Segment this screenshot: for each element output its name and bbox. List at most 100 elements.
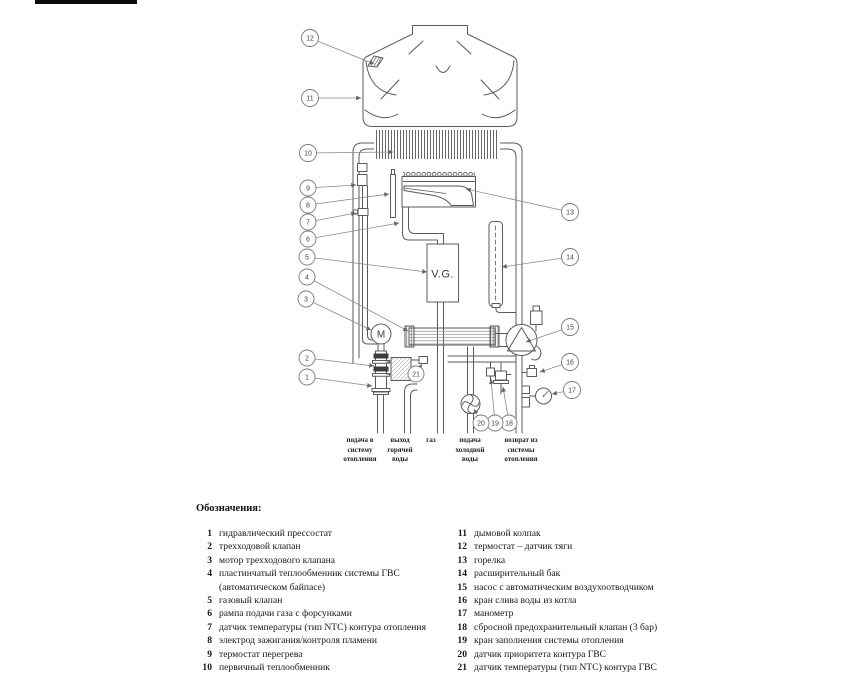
svg-text:1: 1 (305, 375, 309, 382)
legend-item-text: термостат перегрева (219, 648, 303, 660)
legend-item-text: пластинчатый теплообменник системы ГВС (… (219, 568, 400, 593)
pump (505, 305, 543, 361)
svg-text:8: 8 (306, 203, 310, 210)
legend-item-text: расширительный бак (474, 568, 561, 580)
cold-water-pipe (467, 346, 474, 434)
svg-text:20: 20 (477, 421, 485, 428)
legend-item-text: первичный теплообменник (219, 662, 330, 674)
fill-and-safety-run (447, 355, 517, 363)
overheat-thermostat (357, 163, 368, 186)
legend-item-text: кран заполнения системы отопления (474, 635, 624, 647)
legend-item-number: 9 (207, 648, 212, 660)
svg-text:12: 12 (306, 36, 314, 43)
legend-item-number: 5 (207, 595, 212, 607)
callout-16: 16 (561, 353, 579, 371)
callout-21: 21 (407, 365, 425, 383)
callout-7: 7 (299, 213, 317, 231)
legend-item: 16 кран слива воды из котла (445, 594, 725, 607)
legend-item: 19 кран заполнения системы отопления (445, 634, 725, 647)
callout-17: 17 (563, 381, 581, 399)
svg-text:13: 13 (566, 210, 574, 217)
heating-supply-pipe (377, 394, 384, 434)
svg-text:15: 15 (566, 325, 574, 332)
legend-item-number: 6 (207, 608, 212, 620)
callout-5: 5 (298, 248, 316, 266)
dhw-priority-turbine (460, 394, 481, 414)
svg-text:6: 6 (306, 237, 310, 244)
svg-text:17: 17 (568, 388, 576, 395)
gas-valve: V.G. (426, 243, 459, 303)
svg-text:19: 19 (491, 421, 499, 428)
legend-item-number: 14 (457, 568, 467, 580)
callout-2: 2 (298, 349, 316, 367)
legend-item-text: горелка (474, 554, 506, 566)
pipe-brackets (522, 385, 530, 408)
ntc-heating-sensor (352, 208, 369, 216)
legend-item-number: 16 (457, 595, 467, 607)
legend-item-number: 4 (207, 568, 212, 580)
legend-item-number: 7 (207, 621, 212, 633)
pipe-label-cold-in: подача холодной воды (455, 436, 485, 463)
legend-item-number: 19 (457, 635, 467, 647)
heating-supply-riser (362, 185, 378, 345)
legend-item-text: дымовой колпак (474, 528, 541, 539)
svg-text:2: 2 (305, 356, 309, 363)
callout-14: 14 (561, 248, 579, 266)
legend-item-text: датчик температуры (тип NTC) контура ото… (219, 621, 426, 633)
legend-item-text: гидравлический прессостат (219, 528, 332, 539)
motor-label: M (377, 330, 385, 341)
boiler-schematic-diagram: V.G. (297, 25, 581, 434)
legend-item-text: кран слива воды из котла (474, 595, 577, 607)
three-way-valve (371, 350, 391, 395)
legend-item-text: мотор трехходового клапана (219, 554, 335, 566)
callout-11: 11 (301, 89, 319, 107)
primary-heat-exchanger-fins (374, 128, 500, 160)
plate-heat-exchanger (404, 325, 509, 348)
legend-item-number: 2 (207, 541, 212, 553)
legend-item-number: 1 (207, 528, 212, 539)
callout-6: 6 (299, 230, 317, 248)
svg-text:4: 4 (305, 275, 309, 282)
legend-item: 9 термостат перегрева (190, 648, 470, 661)
svg-text:9: 9 (306, 186, 310, 193)
pipe-label-gas: газ (426, 436, 436, 444)
legend-item: 6 рампа подачи газа с форсунками (190, 607, 470, 620)
legend-item-text: датчик приоритета контура ГВС (474, 648, 607, 660)
legend-item-number: 17 (457, 608, 467, 620)
safety-relief-valve (493, 361, 512, 395)
dhw-ntc-sensor-fitting (410, 356, 428, 364)
callout-20: 20 (472, 414, 490, 432)
legend-item-text: рампа подачи газа с форсунками (219, 608, 352, 620)
callout-3: 3 (297, 290, 315, 308)
legend-item-number: 12 (457, 541, 467, 553)
legend-item: 4 пластинчатый теплообменник системы ГВС … (190, 567, 470, 594)
callout-8: 8 (299, 196, 317, 214)
callout-10: 10 (299, 144, 317, 162)
svg-text:16: 16 (566, 360, 574, 367)
legend-item-text: насос с автоматическим воздухоотводчиком (474, 581, 654, 593)
drain-valve (522, 365, 537, 377)
callout-bubbles: 12 11 10 9 8 7 6 5 4 3 2 1 13 14 15 16 1… (297, 29, 581, 432)
callout-12: 12 (301, 29, 319, 47)
legend-item: 7 датчик температуры (тип NTC) контура от… (190, 621, 470, 634)
svg-text:11: 11 (306, 96, 313, 103)
pipe-label-heating-return: возврат из системы отопления (504, 436, 538, 463)
pipe-label-heating-supply: подача в систему отопления (343, 436, 377, 463)
legend-item: 1 гидравлический прессостат (190, 527, 470, 540)
legend-item-text: газовый клапан (219, 595, 283, 607)
callout-15: 15 (561, 318, 579, 336)
svg-text:5: 5 (305, 255, 309, 262)
svg-text:7: 7 (306, 220, 310, 227)
